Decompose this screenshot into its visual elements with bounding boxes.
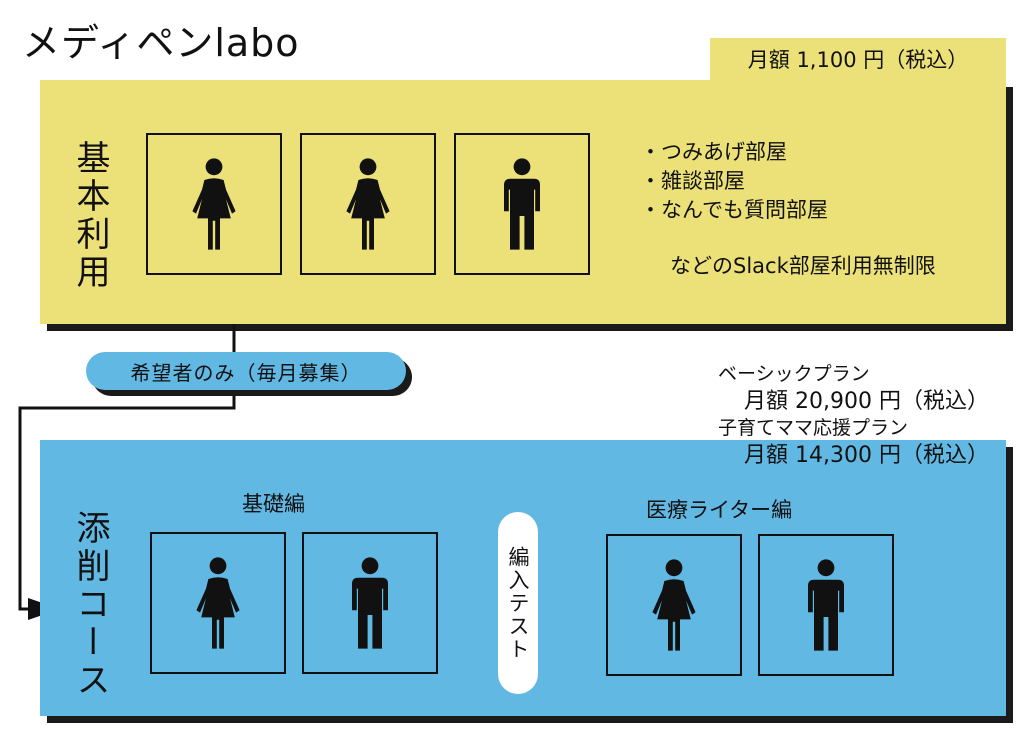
- female-icon: [346, 158, 390, 250]
- transfer-test-pill: 編入テスト: [498, 512, 538, 694]
- member-box-course-3: [606, 534, 742, 676]
- stage-label-medical-writer: 医療ライター編: [646, 498, 793, 522]
- plan-name-basic: ベーシックプラン: [718, 363, 870, 385]
- app-title: メディペンlabo: [22, 21, 300, 65]
- member-box-course-1: [150, 532, 286, 674]
- male-icon: [504, 158, 540, 250]
- plan-price-basic: 月額 20,900 円（税込）: [744, 389, 989, 414]
- room-item: ・なんでも質問部屋: [640, 198, 828, 222]
- member-box-basic-3: [454, 133, 590, 275]
- stage-label-basic: 基礎編: [242, 492, 305, 516]
- basic-price-tag: 月額 1,100 円（税込）: [710, 38, 1006, 80]
- slack-note: などのSlack部屋利用無制限: [670, 254, 936, 278]
- member-box-basic-1: [146, 133, 282, 275]
- female-icon: [192, 158, 236, 250]
- room-item: ・雑談部屋: [640, 169, 745, 193]
- male-icon: [808, 559, 844, 651]
- female-icon: [196, 557, 240, 649]
- room-item: ・つみあげ部屋: [640, 140, 787, 164]
- plan-price-mama: 月額 14,300 円（税込）: [744, 443, 989, 468]
- plan-name-mama: 子育てママ応援プラン: [718, 417, 909, 439]
- applicants-only-pill: 希望者のみ（毎月募集）: [86, 352, 406, 390]
- member-box-course-2: [302, 532, 438, 674]
- basic-usage-label: 基本利用: [70, 140, 110, 292]
- male-icon: [352, 557, 388, 649]
- member-box-basic-2: [300, 133, 436, 275]
- correction-course-label: 添削コース: [70, 510, 110, 700]
- female-icon: [652, 559, 696, 651]
- member-box-course-4: [758, 534, 894, 676]
